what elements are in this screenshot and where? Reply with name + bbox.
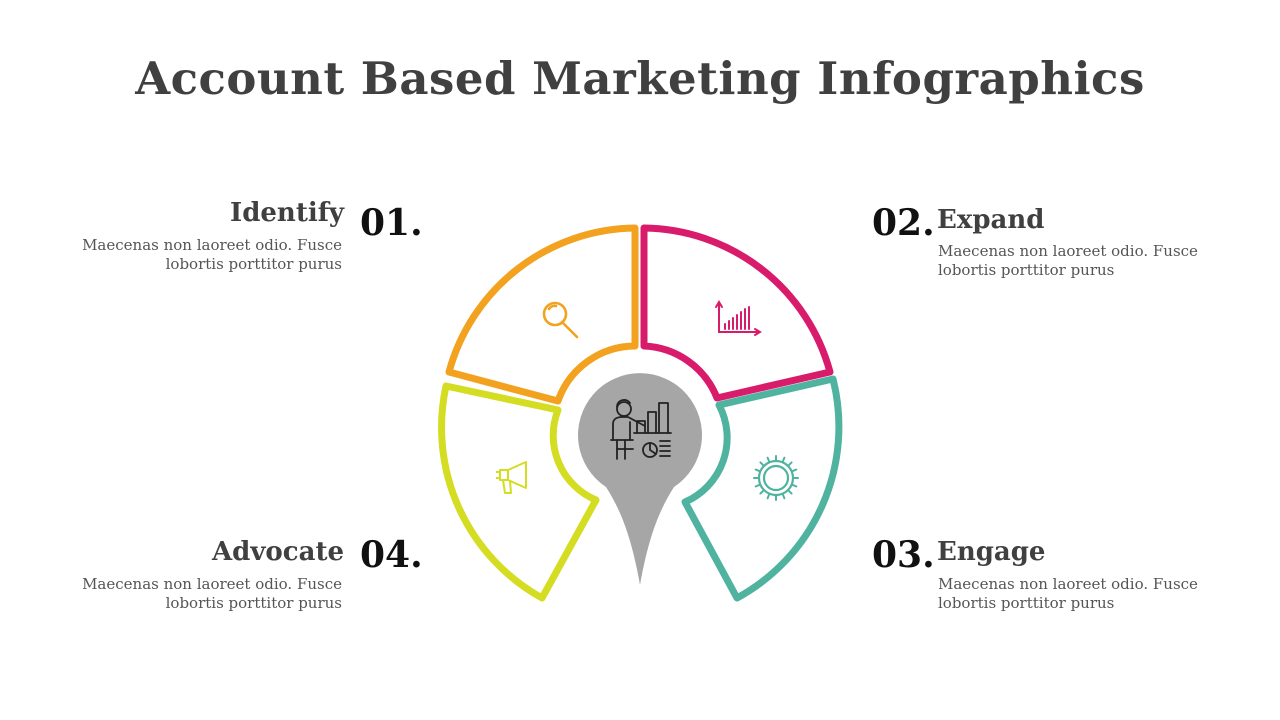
- gear-tooth: [759, 489, 765, 495]
- segment-expand: [640, 224, 834, 402]
- center-pin: [577, 373, 702, 585]
- step-1-heading: Identify: [230, 198, 344, 228]
- segment-engage: [681, 375, 843, 602]
- gear-tooth: [787, 461, 793, 467]
- step-1-number: 01.: [360, 202, 423, 244]
- step-3-number: 03.: [872, 534, 935, 576]
- bar-chart-icon: [715, 300, 762, 336]
- step-3-text-line-2: lobortis porttitor purus: [938, 594, 1115, 612]
- step-2-number: 02.: [872, 202, 935, 244]
- gear-tooth: [781, 456, 786, 463]
- step-4-text-line-1: Maecenas non laoreet odio. Fusce: [82, 575, 342, 593]
- segment-advocate: [438, 382, 600, 602]
- gear-tooth: [791, 468, 798, 473]
- step-4-text-line-2: lobortis porttitor purus: [165, 594, 342, 612]
- gear-tooth: [759, 461, 765, 467]
- segment-identify: [445, 224, 639, 405]
- step-2-text-line-2: lobortis porttitor purus: [938, 261, 1115, 279]
- megaphone-icon: [496, 461, 527, 494]
- magnifier-icon: [542, 301, 579, 339]
- gear-tooth: [754, 483, 761, 488]
- gear-tooth: [766, 493, 771, 500]
- step-3-description: Maecenas non laoreet odio. Fusce loborti…: [938, 575, 1238, 613]
- gear-tooth: [791, 483, 798, 488]
- step-1-text-line-2: lobortis porttitor purus: [165, 255, 342, 273]
- step-2-description: Maecenas non laoreet odio. Fusce loborti…: [938, 242, 1238, 280]
- step-4-heading: Advocate: [211, 537, 344, 567]
- gear-icon: [753, 455, 799, 501]
- gear-tooth: [781, 493, 786, 500]
- step-1-text-line-1: Maecenas non laoreet odio. Fusce: [82, 236, 342, 254]
- step-4-number: 04.: [360, 534, 423, 576]
- page-title: Account Based Marketing Infographics: [135, 52, 1145, 105]
- gear-tooth: [754, 468, 761, 473]
- step-3-text-line-1: Maecenas non laoreet odio. Fusce: [938, 575, 1198, 593]
- gear-tooth: [787, 489, 793, 495]
- gear-tooth: [766, 456, 771, 463]
- step-2-text-line-1: Maecenas non laoreet odio. Fusce: [938, 242, 1198, 260]
- step-2-heading: Expand: [937, 205, 1045, 235]
- step-3-heading: Engage: [937, 537, 1046, 567]
- presenter-icon: [610, 399, 672, 460]
- step-1-description: Maecenas non laoreet odio. Fusce loborti…: [82, 236, 342, 274]
- step-4-description: Maecenas non laoreet odio. Fusce loborti…: [82, 575, 342, 613]
